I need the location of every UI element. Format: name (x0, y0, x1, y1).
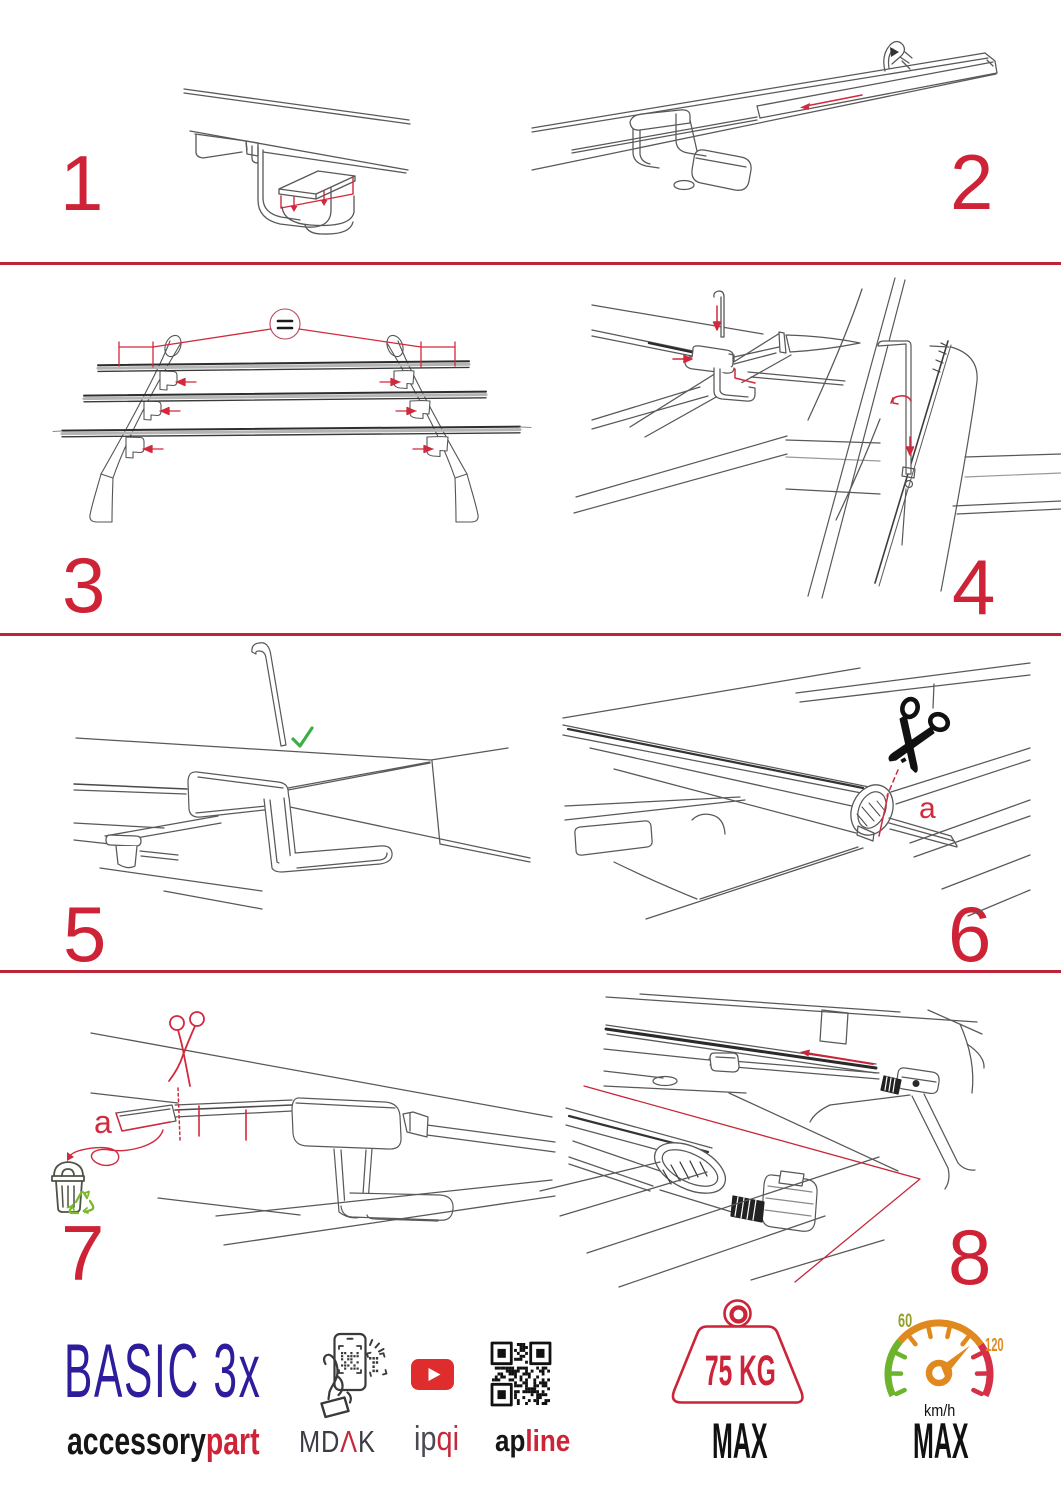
svg-text:a: a (94, 1104, 112, 1140)
svg-text:a: a (919, 792, 936, 825)
